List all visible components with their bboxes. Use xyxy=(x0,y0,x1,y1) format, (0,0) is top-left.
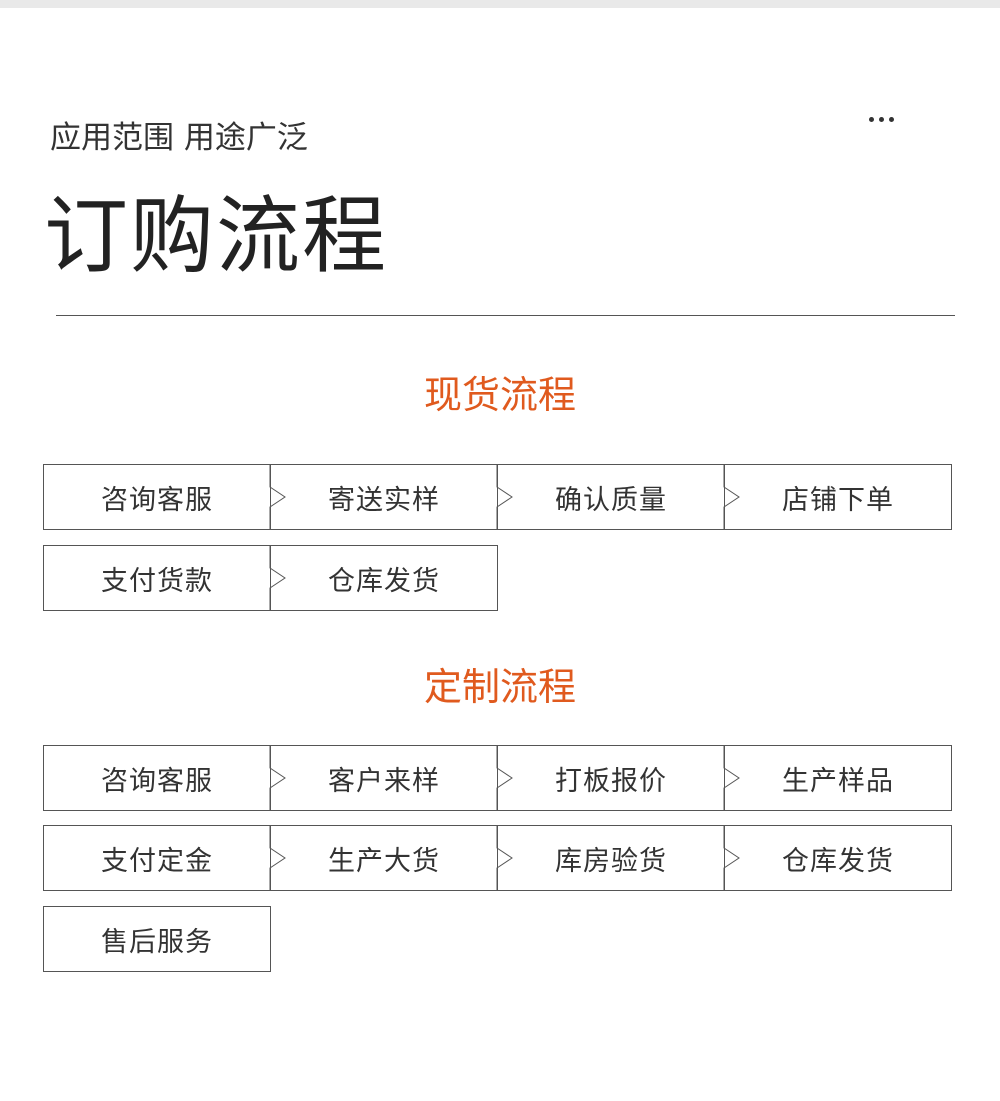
flow-step: 打板报价 xyxy=(496,745,725,811)
flow-step-label: 仓库发货 xyxy=(782,845,894,877)
chevron-right-icon xyxy=(496,826,513,890)
flow-step-label: 寄送实样 xyxy=(328,484,440,516)
flow-step: 生产大货 xyxy=(269,825,498,891)
page-title: 订购流程 xyxy=(44,187,389,285)
flow-row-stock-2: 支付货款 仓库发货 xyxy=(43,545,498,611)
flow-step: 支付定金 xyxy=(43,825,271,891)
flow-step: 店铺下单 xyxy=(723,464,952,530)
flow-step: 咨询客服 xyxy=(43,745,271,811)
chevron-right-icon xyxy=(269,746,286,810)
flow-step-label: 支付定金 xyxy=(101,845,213,877)
flow-row-stock-1: 咨询客服 寄送实样 确认质量 店铺下单 xyxy=(43,464,952,530)
flow-step-label: 售后服务 xyxy=(101,926,213,958)
chevron-right-icon xyxy=(723,746,740,810)
flow-step-label: 库房验货 xyxy=(555,845,667,877)
flow-row-custom-2: 支付定金 生产大货 库房验货 仓库发货 xyxy=(43,825,952,891)
flow-step-label: 生产样品 xyxy=(782,765,894,797)
flow-step: 客户来样 xyxy=(269,745,498,811)
flow-step-label: 仓库发货 xyxy=(328,565,440,597)
flow-step-label: 咨询客服 xyxy=(101,765,213,797)
flow-step-label: 支付货款 xyxy=(101,565,213,597)
flow-step: 仓库发货 xyxy=(269,545,498,611)
flow-step-label: 确认质量 xyxy=(555,484,667,516)
flow-row-custom-1: 咨询客服 客户来样 打板报价 生产样品 xyxy=(43,745,952,811)
flow-step: 确认质量 xyxy=(496,464,725,530)
more-dots-icon xyxy=(888,116,894,122)
flow-step: 售后服务 xyxy=(43,906,271,972)
chevron-right-icon xyxy=(496,465,513,529)
chevron-right-icon xyxy=(723,465,740,529)
top-strip xyxy=(0,0,1000,8)
chevron-right-icon xyxy=(269,826,286,890)
title-divider xyxy=(56,315,955,316)
flow-step: 支付货款 xyxy=(43,545,271,611)
more-dots-icon xyxy=(868,116,874,122)
section-heading-stock: 现货流程 xyxy=(423,373,576,417)
page-subtitle: 应用范围 用途广泛 xyxy=(50,120,308,156)
chevron-right-icon xyxy=(269,546,286,610)
flow-step-label: 客户来样 xyxy=(328,765,440,797)
flow-step-label: 店铺下单 xyxy=(782,484,894,516)
flow-row-custom-3: 售后服务 xyxy=(43,906,271,972)
flow-step: 库房验货 xyxy=(496,825,725,891)
more-dots-icon xyxy=(878,116,884,122)
chevron-right-icon xyxy=(496,746,513,810)
section-heading-custom: 定制流程 xyxy=(423,665,576,709)
flow-step: 寄送实样 xyxy=(269,464,498,530)
flow-step-label: 生产大货 xyxy=(328,845,440,877)
chevron-right-icon xyxy=(269,465,286,529)
more-options-button[interactable] xyxy=(858,106,904,132)
flow-step-label: 打板报价 xyxy=(555,765,667,797)
chevron-right-icon xyxy=(723,826,740,890)
flow-step: 咨询客服 xyxy=(43,464,271,530)
flow-step: 生产样品 xyxy=(723,745,952,811)
flow-step-label: 咨询客服 xyxy=(101,484,213,516)
flow-step: 仓库发货 xyxy=(723,825,952,891)
